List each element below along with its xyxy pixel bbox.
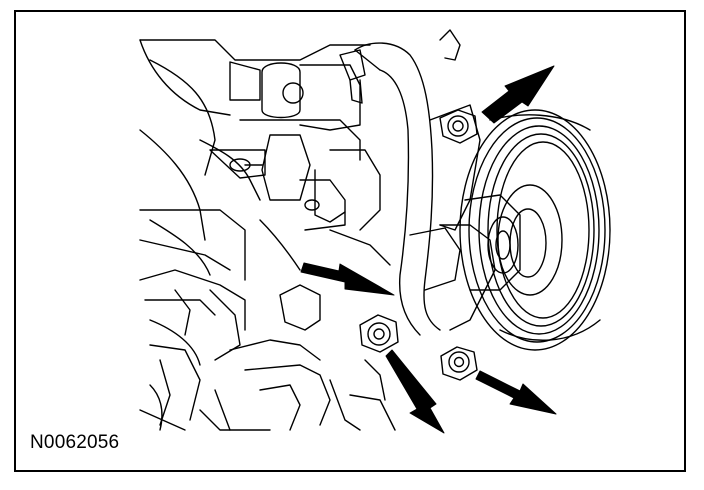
figure-code: N0062056 bbox=[30, 432, 120, 453]
pump-body bbox=[409, 104, 521, 331]
bolt-icon bbox=[359, 109, 478, 381]
engine-block bbox=[139, 39, 396, 431]
hose bbox=[339, 29, 461, 336]
pulley-icon bbox=[459, 109, 611, 351]
callout-arrow-icon bbox=[300, 65, 557, 434]
